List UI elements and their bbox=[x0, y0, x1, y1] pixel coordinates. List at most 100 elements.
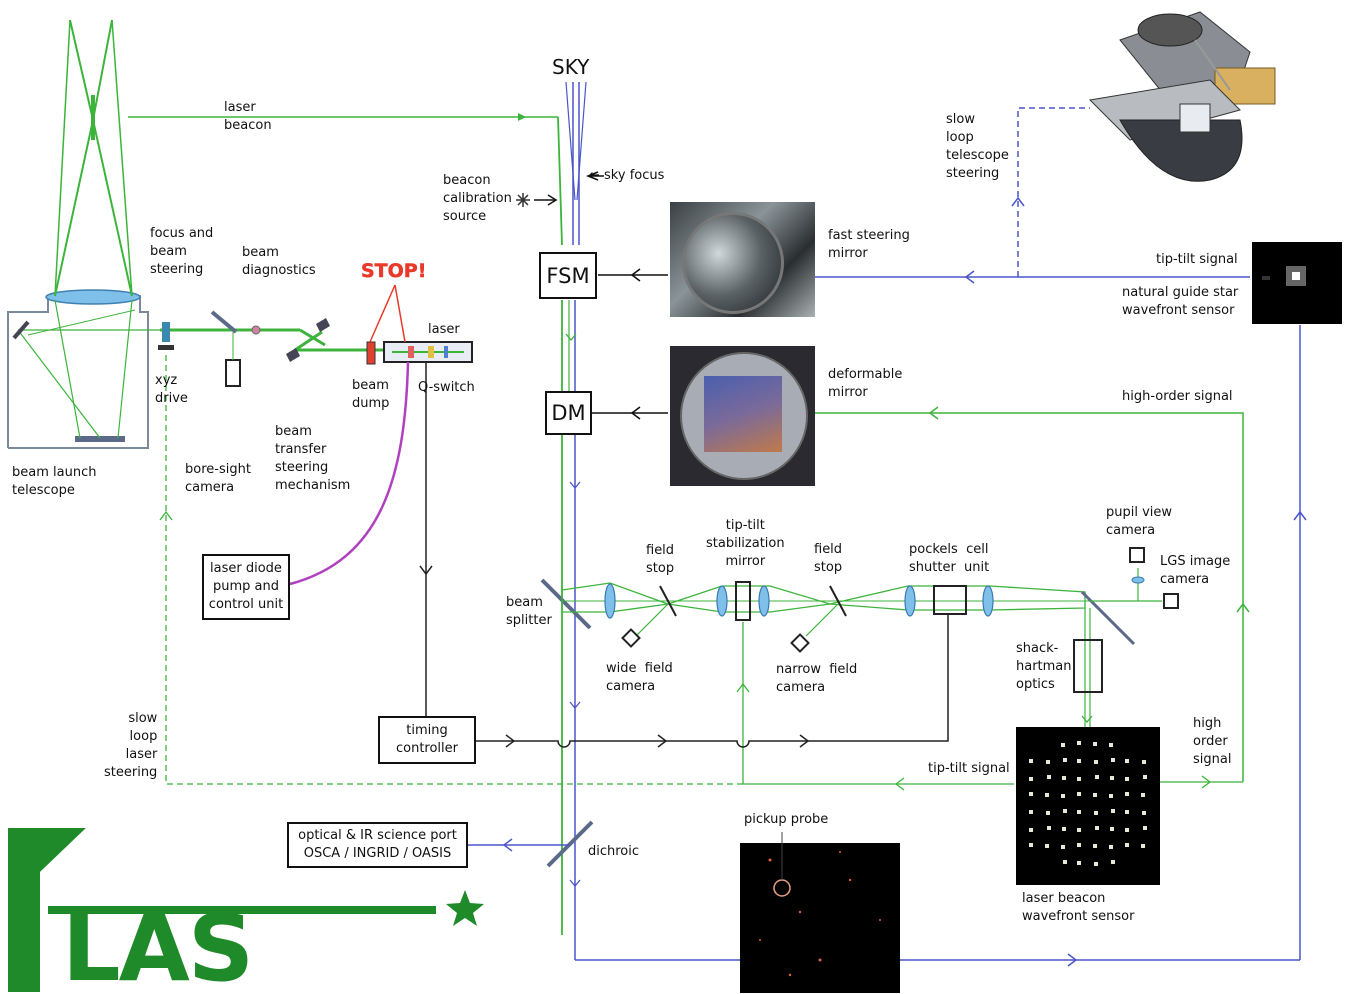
wfs-spot bbox=[1061, 845, 1065, 849]
pickup-probe-label: pickup probe bbox=[744, 811, 828, 829]
slow-loop-telescope-label: slow loop telescope steering bbox=[946, 111, 1009, 183]
beam-launch-telescope-label: beam launch telescope bbox=[12, 464, 96, 500]
beam-splitter-label: beam splitter bbox=[506, 594, 552, 630]
wfs-spot bbox=[1109, 845, 1113, 849]
wfs-spot bbox=[1093, 844, 1097, 848]
wfs-spot bbox=[1125, 828, 1129, 832]
wfs-spot bbox=[1141, 844, 1145, 848]
wfs-spot bbox=[1062, 827, 1066, 831]
optical-bench bbox=[542, 548, 1178, 730]
tip-tilt-signal-top-label: tip-tilt signal bbox=[1156, 251, 1238, 269]
wfs-spot bbox=[1063, 860, 1067, 864]
wfs-spot bbox=[1063, 758, 1067, 762]
wfs-spot bbox=[1029, 828, 1033, 832]
wfs-spot bbox=[1029, 843, 1033, 847]
laser-beacon-label: laser beacon bbox=[224, 99, 272, 135]
high-order-signal-right-label: high order signal bbox=[1193, 715, 1231, 769]
wfs-spot bbox=[1045, 793, 1049, 797]
stop-warning: STOP! bbox=[361, 262, 426, 280]
wfs-spot bbox=[1125, 759, 1129, 763]
pickup-probe-image bbox=[740, 843, 900, 993]
wfs-spot bbox=[1094, 760, 1098, 764]
wfs-spot bbox=[1045, 844, 1049, 848]
wfs-spot bbox=[1093, 793, 1097, 797]
beam-launch-telescope bbox=[8, 20, 160, 448]
wfs-spot bbox=[1109, 794, 1113, 798]
wfs-spot bbox=[1142, 760, 1146, 764]
wfs-spot bbox=[1077, 759, 1081, 763]
focus-beam-steering-label: focus and beam steering bbox=[150, 225, 213, 279]
wfs-spot bbox=[1077, 861, 1081, 865]
wfs-spot bbox=[1077, 843, 1081, 847]
timing-controller-box: timing controller bbox=[378, 716, 476, 764]
wfs-spot bbox=[1029, 792, 1033, 796]
fsm-box: FSM bbox=[539, 252, 597, 299]
beacon-calibration-label: beacon calibration source bbox=[443, 172, 512, 226]
wfs-spot bbox=[1062, 776, 1066, 780]
telescope-image bbox=[1090, 12, 1275, 181]
fast-steering-mirror-label: fast steering mirror bbox=[828, 227, 910, 263]
field-stop-1-label: field stop bbox=[646, 542, 674, 578]
wfs-spot bbox=[1047, 826, 1051, 830]
beam-dump-label: beam dump bbox=[352, 377, 389, 413]
wfs-spot bbox=[1077, 828, 1081, 832]
wfs-spot bbox=[1094, 811, 1098, 815]
wfs-spot bbox=[1077, 792, 1081, 796]
tip-tilt-stabilization-label: tip-tilt stabilization mirror bbox=[706, 517, 785, 571]
pupil-view-camera-label: pupil view camera bbox=[1106, 504, 1172, 540]
deformable-mirror-label: deformable mirror bbox=[828, 366, 902, 402]
science-port-box: optical & IR science port OSCA / INGRID … bbox=[287, 822, 468, 868]
wfs-spot bbox=[1029, 759, 1033, 763]
beam-transfer-label: beam transfer steering mechanism bbox=[275, 423, 350, 495]
pockels-cell-label: pockels cell shutter unit bbox=[909, 541, 989, 577]
star-icon bbox=[516, 193, 530, 207]
narrow-field-camera-label: narrow field camera bbox=[776, 661, 857, 697]
sky-label: SKY bbox=[552, 56, 589, 78]
wfs-spot bbox=[1143, 826, 1147, 830]
laser-beacon-wfs-label: laser beacon wavefront sensor bbox=[1022, 890, 1134, 926]
wfs-spot bbox=[1077, 777, 1081, 781]
wfs-spot bbox=[1109, 743, 1113, 747]
dm-box: DM bbox=[545, 391, 592, 435]
launch-bench bbox=[158, 285, 472, 386]
wfs-spot bbox=[1061, 743, 1065, 747]
ngs-wfs-label: natural guide star wavefront sensor bbox=[1122, 284, 1238, 320]
wfs-spot bbox=[1095, 826, 1099, 830]
xyz-drive-label: xyz drive bbox=[155, 372, 188, 408]
laser-diode-unit-box: laser diode pump and control unit bbox=[202, 554, 290, 620]
wfs-spot bbox=[1063, 809, 1067, 813]
q-switch-label: Q-switch bbox=[418, 379, 475, 397]
timing-lines bbox=[476, 614, 948, 747]
wfs-spot bbox=[1047, 775, 1051, 779]
wfs-spot bbox=[1111, 809, 1115, 813]
wfs-spot bbox=[1125, 810, 1129, 814]
wfs-spot bbox=[1142, 811, 1146, 815]
field-stop-2-label: field stop bbox=[814, 541, 842, 577]
laser-label: laser bbox=[428, 321, 460, 339]
wfs-spot bbox=[1029, 810, 1033, 814]
wfs-spot bbox=[1125, 843, 1129, 847]
wfs-spot bbox=[1077, 741, 1081, 745]
wfs-spot bbox=[1093, 742, 1097, 746]
wfs-spot bbox=[1125, 792, 1129, 796]
deformable-mirror-image bbox=[670, 346, 815, 486]
wide-field-camera-label: wide field camera bbox=[606, 660, 673, 696]
sky-focus-label: ← sky focus bbox=[589, 167, 664, 185]
wfs-spot bbox=[1077, 810, 1081, 814]
wfs-spot bbox=[1141, 793, 1145, 797]
glas-logo-text: GLAS bbox=[62, 904, 252, 994]
slow-loop-laser-label: slow loop laser steering bbox=[104, 710, 157, 782]
high-order-signal-top-label: high-order signal bbox=[1122, 388, 1233, 406]
wfs-spot bbox=[1029, 777, 1033, 781]
wfs-spot bbox=[1111, 758, 1115, 762]
beam-diagnostics-label: beam diagnostics bbox=[242, 244, 316, 280]
shack-hartman-label: shack- hartman optics bbox=[1016, 640, 1072, 694]
laser-beacon-wfs-image bbox=[1016, 727, 1160, 885]
wfs-spot bbox=[1046, 811, 1050, 815]
lgs-image-camera-label: LGS image camera bbox=[1160, 553, 1230, 589]
wfs-spot bbox=[1111, 860, 1115, 864]
bore-sight-camera-label: bore-sight camera bbox=[185, 461, 251, 497]
wfs-spot bbox=[1110, 776, 1114, 780]
